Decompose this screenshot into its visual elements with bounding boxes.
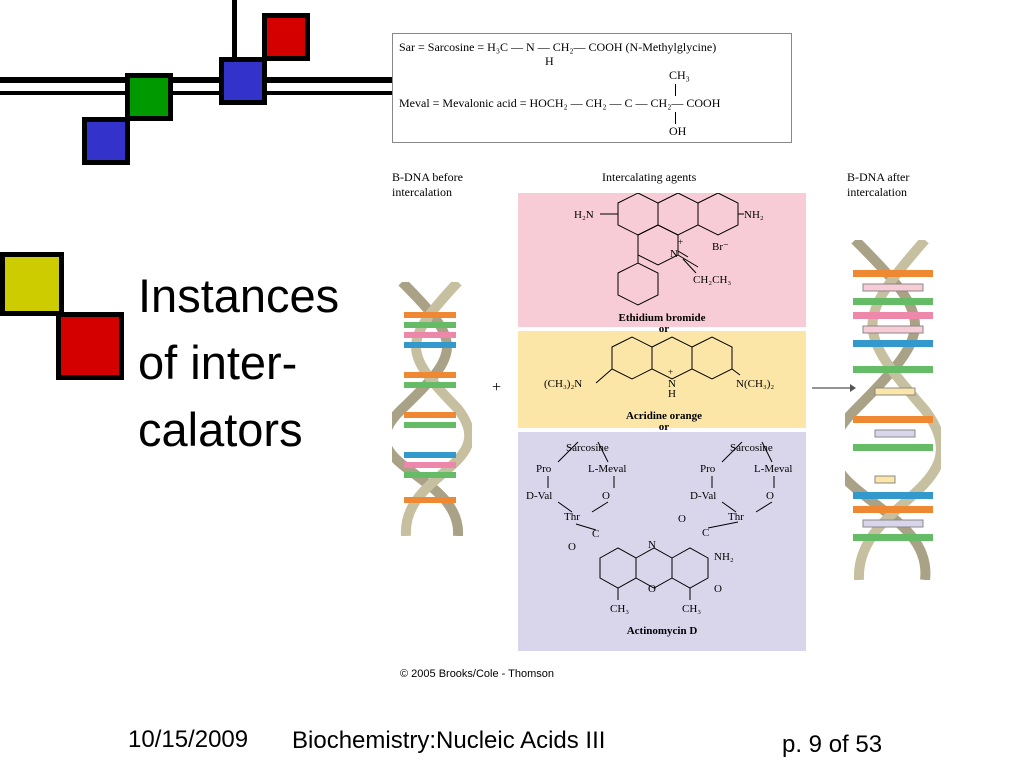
agents-label: Intercalating agents bbox=[602, 170, 697, 184]
meval-ch3: CH₃ bbox=[669, 68, 690, 82]
decor-line-bottom bbox=[0, 91, 400, 95]
copyright: © 2005 Brooks/Cole - Thomson bbox=[400, 668, 555, 680]
decor-square-red-left bbox=[56, 312, 124, 380]
acridine-nme2-right: N(CH₃)₂ bbox=[736, 378, 774, 390]
decor-line-vertical bbox=[232, 0, 237, 60]
actino-o-right: O bbox=[766, 490, 774, 502]
acridine-structure: (CH₃)₂N N(CH₃)₂ N H + Acridine orange or bbox=[544, 336, 774, 433]
actino-ch3-right: CH₃ bbox=[682, 603, 701, 615]
ethidium-n: N bbox=[670, 248, 678, 260]
actino-meval-right: L-Meval bbox=[754, 463, 792, 475]
sarcosine-h: H bbox=[545, 54, 554, 68]
actino-val-left: D-Val bbox=[526, 490, 552, 502]
dna-after-helix bbox=[845, 240, 941, 580]
title-line-1: Instances bbox=[138, 269, 340, 322]
decor-square-yellow bbox=[0, 252, 64, 316]
dna-after-label-line-2: intercalation bbox=[847, 185, 907, 199]
actinomycin-panel bbox=[518, 432, 806, 651]
actino-sar-right: Sarcosine bbox=[730, 442, 773, 454]
actino-carbonyl-o-left: O bbox=[568, 541, 576, 553]
footer-course: Biochemistry:Nucleic Acids III bbox=[292, 727, 606, 754]
acridine-h: H bbox=[668, 388, 676, 400]
decor-square-red-top bbox=[262, 13, 310, 61]
actinomycin-name: Actinomycin D bbox=[627, 625, 698, 637]
ethidium-name: Ethidium bromide bbox=[619, 312, 706, 324]
meval-oh: OH bbox=[669, 124, 687, 138]
slide-title: Instances of inter- calators bbox=[138, 262, 339, 463]
dna-before-label-line-2: intercalation bbox=[392, 185, 452, 199]
actino-nh2: NH₂ bbox=[714, 551, 734, 563]
decor-square-blue-top bbox=[219, 57, 267, 105]
dna-before-label: B-DNA before intercalation bbox=[392, 170, 463, 200]
dna-after-label-line-1: B-DNA after bbox=[847, 170, 910, 184]
dna-before-label-line-1: B-DNA before bbox=[392, 170, 463, 184]
acridine-n: N bbox=[668, 378, 676, 390]
acridine-nme2-left: (CH₃)₂N bbox=[544, 378, 582, 390]
ethidium-plus: + bbox=[678, 237, 683, 247]
plus-sign: + bbox=[492, 379, 502, 396]
ethidium-panel bbox=[518, 193, 806, 327]
or-1: or bbox=[659, 323, 670, 335]
actino-thr-right: Thr bbox=[728, 511, 744, 523]
actino-c-left: C bbox=[592, 528, 599, 540]
definitions-box: Sar = Sarcosine = H₃C — N — CH₂— COOH (N… bbox=[392, 33, 792, 143]
dna-after-label: B-DNA after intercalation bbox=[847, 170, 909, 200]
title-line-3: calators bbox=[138, 403, 303, 456]
ethidium-ethyl: CH₂CH₃ bbox=[693, 274, 731, 286]
ethidium-h2n-left: H₂N bbox=[574, 209, 594, 221]
decor-square-green bbox=[125, 73, 173, 121]
actino-ch3-left: CH₃ bbox=[610, 603, 629, 615]
acridine-panel bbox=[518, 331, 806, 428]
actino-carbonyl-o-right: O bbox=[678, 513, 686, 525]
dna-before-base-pairs bbox=[404, 312, 456, 503]
actinomycin-structure: Sarcosine Pro L-Meval D-Val O Thr Sarcos… bbox=[526, 441, 792, 637]
structures-svg: H₂N NH₂ Br⁻ N + CH₂CH₃ Ethidium bromide … bbox=[526, 193, 792, 637]
decor-line-top bbox=[0, 77, 400, 83]
or-2: or bbox=[659, 421, 670, 433]
decor-square-blue-left bbox=[82, 117, 130, 165]
meval-definition: Meval = Mevalonic acid = HOCH₂ — CH₂ — C… bbox=[399, 96, 721, 110]
sarcosine-definition: Sar = Sarcosine = H₃C — N — CH₂— COOH (N… bbox=[399, 40, 717, 54]
actino-ring-o: O bbox=[648, 583, 656, 595]
acridine-plus: + bbox=[668, 367, 673, 377]
ethidium-nh2-right: NH₂ bbox=[744, 209, 764, 221]
actino-c-right: C bbox=[702, 527, 709, 539]
title-line-2: of inter- bbox=[138, 336, 298, 389]
ethidium-br: Br⁻ bbox=[712, 241, 729, 253]
meval-bond-top bbox=[675, 84, 676, 96]
arrow-icon bbox=[812, 384, 856, 392]
actino-val-right: D-Val bbox=[690, 490, 716, 502]
acridine-name: Acridine orange bbox=[626, 410, 702, 422]
actino-n: N bbox=[648, 539, 656, 551]
meval-bond-bottom bbox=[675, 112, 676, 124]
ethidium-structure: H₂N NH₂ Br⁻ N + CH₂CH₃ Ethidium bromide … bbox=[574, 193, 764, 335]
dna-after-base-pairs bbox=[853, 270, 933, 541]
actino-meval-left: L-Meval bbox=[588, 463, 626, 475]
dna-before-helix bbox=[392, 282, 472, 536]
footer-date: 10/15/2009 bbox=[128, 726, 249, 753]
actino-sar-left: Sarcosine bbox=[566, 442, 609, 454]
actino-pro-right: Pro bbox=[700, 463, 716, 475]
actino-pro-left: Pro bbox=[536, 463, 552, 475]
actino-quinone-o: O bbox=[714, 583, 722, 595]
actino-o-left: O bbox=[602, 490, 610, 502]
footer-page: p. 9 of 53 bbox=[782, 731, 883, 758]
actino-thr-left: Thr bbox=[564, 511, 580, 523]
